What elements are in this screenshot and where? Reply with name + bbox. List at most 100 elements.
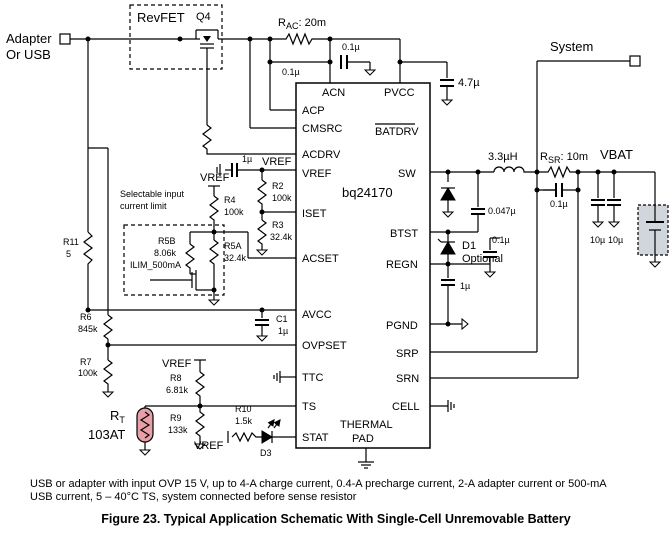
c-btst-label: 0.047µ [488,206,516,216]
r5a-val: 32.4k [224,253,247,263]
r-acdrv [202,124,296,155]
system-label: System [550,39,593,54]
vref-left-label: VREF [200,172,230,184]
c-pvcc-label: 4.7µ [458,77,480,89]
r11-resistor [83,231,296,311]
r5b-resistor [185,243,195,274]
c-out-2-label: 10µ [608,235,623,245]
pin-regn: REGN [386,259,418,271]
d1-label: D1 [462,240,476,252]
selectable-box [123,224,225,296]
r9-val: 133k [168,425,188,435]
r8-resistor [195,371,205,406]
c-out-1-label: 10µ [590,235,605,245]
usb-label: Or USB [6,47,51,62]
r9-resistor [195,406,205,444]
r4-label: R4 [224,195,236,205]
d3-label: D3 [260,448,272,458]
caption-title: Figure 23. Typical Application Schematic… [101,512,571,526]
revfet-label: RevFET [137,10,185,25]
pin-btst: BTST [390,228,418,240]
pad-label: PAD [352,433,374,445]
pin-vref: VREF [302,168,332,180]
r3-resistor [257,219,267,250]
c1-val: 1µ [278,326,288,336]
r7-resistor [103,359,113,392]
r11-val: 5 [66,249,71,259]
r3-label: R3 [272,220,284,230]
c-acp-acn-label: 0.1µ [342,42,360,52]
c-regn-gnd-label: 0.1µ [492,235,510,245]
system-terminal [629,55,641,67]
c-regn-label: 1µ [460,281,470,291]
inductor [493,166,537,173]
pin-ttc: TTC [302,372,323,384]
r10-val: 1.5k [235,416,253,426]
r2-resistor [257,179,267,220]
r5b-label: R5B [158,236,176,246]
r9-label: R9 [170,413,182,423]
vref-stat-label: VREF [194,440,224,452]
inductor-label: 3.3µH [488,151,518,163]
pin-acn: ACN [322,87,345,99]
d1-optional: Optional [462,253,503,265]
d1-diode [440,241,456,255]
r7-val: 100k [78,368,98,378]
vref-ts-label: VREF [162,358,192,370]
adapter-label: Adapter [6,31,52,46]
rac-resistor [270,32,330,46]
r4-resistor [209,195,219,232]
ic-name: bq24170 [342,185,393,200]
r11-label: R11 [63,237,79,247]
pin-pgnd: PGND [386,320,418,332]
r5a-label: R5A [224,241,242,251]
c-srp-srn-label: 0.1µ [550,199,568,209]
r6-label: R6 [80,312,92,322]
r10-resistor [231,431,262,443]
pin-srn: SRN [396,373,419,385]
caption-note: USB or adapter with input OVP 15 V, up t… [30,478,606,503]
pin-iset: ISET [302,208,327,220]
sw-diode [440,187,456,201]
selectable-label-2: current limit [120,201,167,211]
pin-batdrv: BATDRV [375,126,419,138]
pin-ts: TS [302,401,316,413]
pin-cmsrc: CMSRC [302,123,342,135]
pin-sw: SW [398,168,416,180]
pin-acset: ACSET [302,253,339,265]
pin-srp: SRP [396,348,419,360]
pin-avcc: AVCC [302,309,332,321]
pin-acp: ACP [302,105,325,117]
rsr-resistor [537,165,578,179]
thermal-label: THERMAL [340,419,393,431]
rsr-label: RSR: 10m [540,151,588,165]
r5b-val: 8.06k [154,248,177,258]
ic-body [295,82,431,449]
c1-label: C1 [276,314,288,324]
c-vref-label: 1µ [242,154,252,164]
rt-val: 103AT [88,427,125,442]
c-acp-gnd-label: 0.1µ [282,67,300,77]
q4-mosfet [195,29,219,62]
r8-val: 6.81k [166,385,189,395]
rt-thermistor [136,407,154,443]
vref-top-label: VREF [262,156,292,168]
pin-pvcc: PVCC [384,87,415,99]
ilim-label: ILIM_500mA [130,260,181,270]
rac-label: RAC: 20m [278,17,326,31]
r2-val: 100k [272,193,292,203]
selectable-label-1: Selectable input [120,189,185,199]
q4-label: Q4 [196,11,211,23]
r2-label: R2 [272,181,284,191]
d3-led [261,430,273,444]
r4-val: 100k [224,207,244,217]
pin-cell: CELL [392,401,420,413]
r3-val: 32.4k [270,232,293,242]
r6-resistor [103,314,113,340]
rt-label: RT [110,408,125,425]
vbat-label: VBAT [600,147,633,162]
r6-val: 845k [78,324,98,334]
r7-label: R7 [80,357,92,367]
r5a-resistor [209,239,219,300]
